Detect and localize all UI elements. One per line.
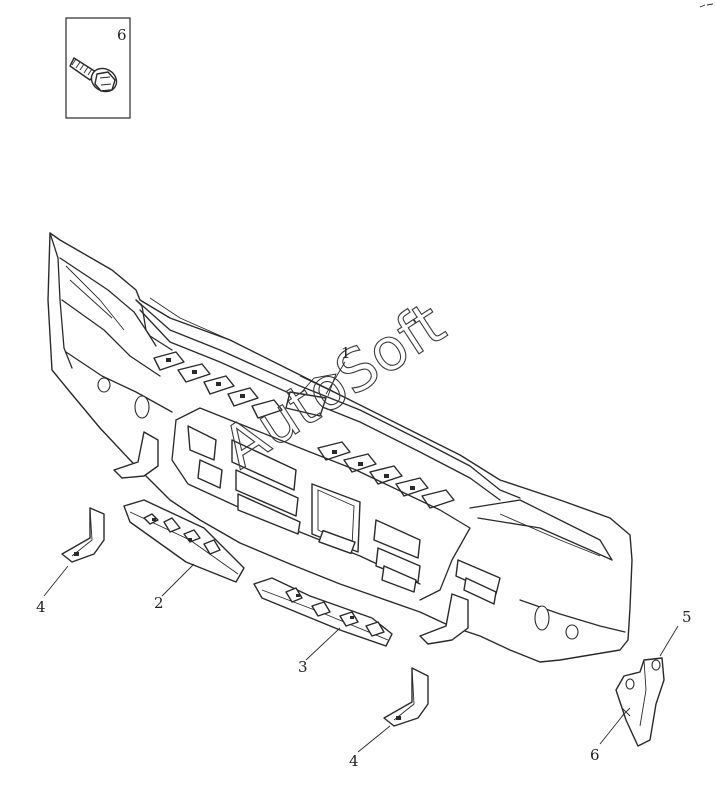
right-openings <box>373 519 421 593</box>
panel-hole <box>565 624 579 640</box>
callout-2: 2 <box>154 594 164 612</box>
top-slot-row-right <box>317 441 455 509</box>
reinforcement-strip-3 <box>253 577 393 647</box>
bracket-4-right <box>383 667 429 727</box>
top-slot-row-left <box>153 351 283 419</box>
inset-callout: 6 <box>117 26 127 44</box>
callout-1: 1 <box>341 344 351 362</box>
inset-bolt-box: 6 <box>65 17 131 119</box>
leader-lines <box>43 361 679 753</box>
side-bracket-5 <box>615 657 665 747</box>
callout-labels: 1 2 3 4 4 5 6 <box>36 344 692 770</box>
callout-4-right: 4 <box>349 752 359 770</box>
bracket-4-left <box>61 507 105 563</box>
reinforcement-strip-2 <box>123 499 245 583</box>
corner-mark <box>699 3 714 8</box>
panel-slot-hole <box>534 605 550 631</box>
rear-panel-assembly <box>47 232 633 663</box>
callout-6: 6 <box>590 746 600 764</box>
callout-3: 3 <box>298 658 308 676</box>
panel-slot-hole <box>134 395 150 419</box>
callout-4-left: 4 <box>36 598 46 616</box>
flange-bolt-icon <box>69 57 118 93</box>
left-openings <box>187 425 301 535</box>
panel-hole <box>97 377 111 393</box>
callout-5: 5 <box>682 608 692 626</box>
